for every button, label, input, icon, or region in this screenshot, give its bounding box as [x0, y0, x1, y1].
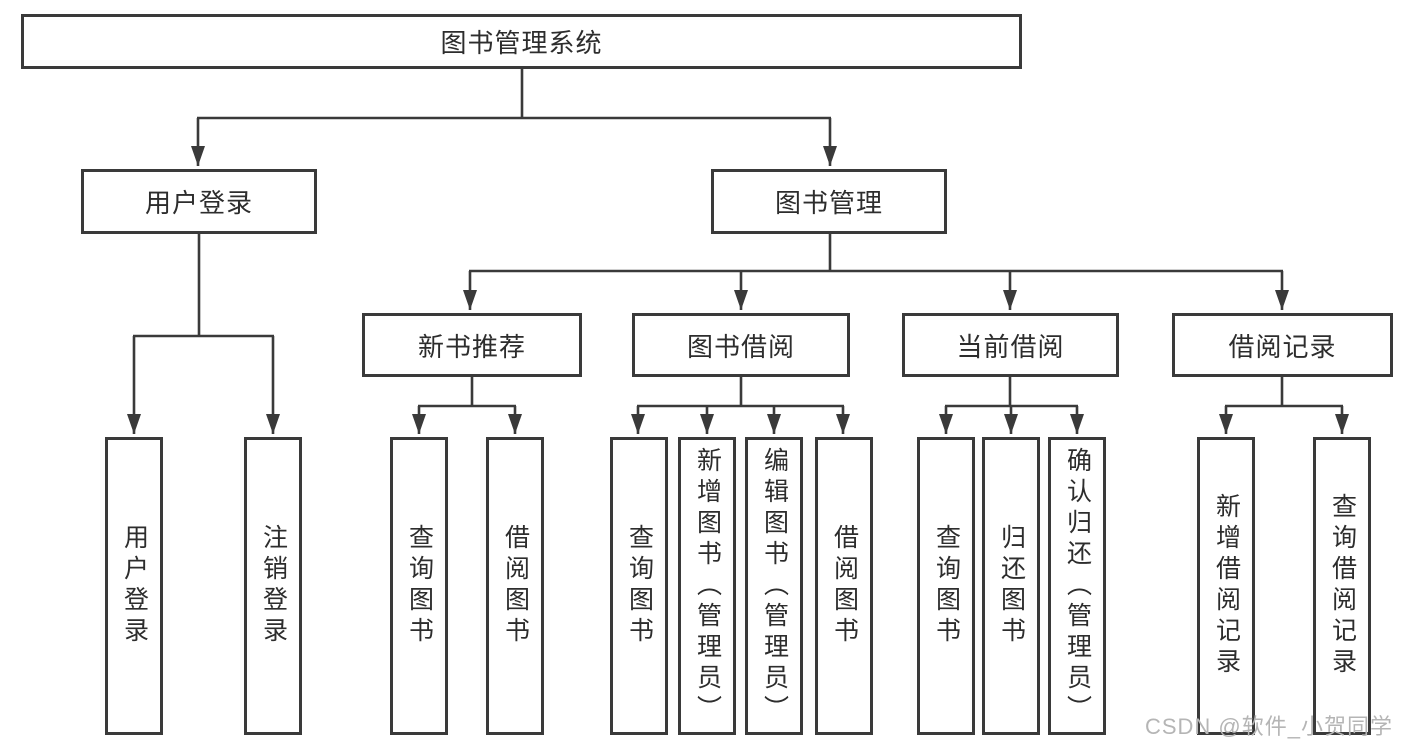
leaf-borrow-add-label: 新增图书（管理员）: [693, 446, 722, 726]
node-user-login: 用户登录: [81, 169, 317, 234]
node-new-books: 新书推荐: [362, 313, 582, 377]
node-current-borrow-label: 当前借阅: [956, 331, 1065, 362]
leaf-borrow-add: 新增图书（管理员）: [678, 437, 736, 735]
leaf-user-login: 用户登录: [105, 437, 163, 735]
leaf-newbooks-borrow-label: 借阅图书: [501, 524, 530, 648]
node-book-mgmt-label: 图书管理: [774, 188, 883, 218]
node-book-borrow-label: 图书借阅: [686, 331, 795, 362]
node-user-login-label: 用户登录: [144, 188, 253, 218]
leaf-current-query-label: 查询图书: [932, 524, 961, 648]
leaf-borrow-query: 查询图书: [610, 437, 668, 735]
leaf-records-query-label: 查询借阅记录: [1328, 493, 1357, 679]
leaf-borrow-borrow-label: 借阅图书: [830, 524, 859, 648]
leaf-user-login-label: 用户登录: [120, 524, 149, 648]
leaf-borrow-borrow: 借阅图书: [815, 437, 873, 735]
leaf-records-add: 新增借阅记录: [1197, 437, 1255, 735]
node-borrow-records-label: 借阅记录: [1228, 331, 1337, 362]
leaf-current-return-label: 归还图书: [997, 524, 1026, 648]
csdn-watermark: CSDN @软件_小贺同学: [1144, 714, 1393, 739]
node-book-mgmt: 图书管理: [711, 169, 947, 234]
node-borrow-records: 借阅记录: [1172, 313, 1393, 377]
leaf-current-return: 归还图书: [982, 437, 1040, 735]
leaf-logout-label: 注销登录: [259, 524, 288, 648]
leaf-logout: 注销登录: [244, 437, 302, 735]
node-book-borrow: 图书借阅: [632, 313, 850, 377]
leaf-newbooks-query: 查询图书: [390, 437, 448, 735]
node-current-borrow: 当前借阅: [902, 313, 1119, 377]
leaf-borrow-query-label: 查询图书: [625, 524, 654, 648]
node-root-label: 图书管理系统: [440, 28, 603, 58]
leaf-records-add-label: 新增借阅记录: [1212, 493, 1241, 679]
leaf-borrow-edit-label: 编辑图书（管理员）: [760, 446, 789, 726]
leaf-current-confirm: 确认归还（管理员）: [1048, 437, 1106, 735]
leaf-current-confirm-label: 确认归还（管理员）: [1063, 446, 1092, 726]
leaf-current-query: 查询图书: [917, 437, 975, 735]
leaf-borrow-edit: 编辑图书（管理员）: [745, 437, 803, 735]
leaf-records-query: 查询借阅记录: [1313, 437, 1371, 735]
node-new-books-label: 新书推荐: [417, 331, 526, 362]
leaf-newbooks-query-label: 查询图书: [405, 524, 434, 648]
leaf-newbooks-borrow: 借阅图书: [486, 437, 544, 735]
node-root: 图书管理系统: [21, 14, 1022, 69]
